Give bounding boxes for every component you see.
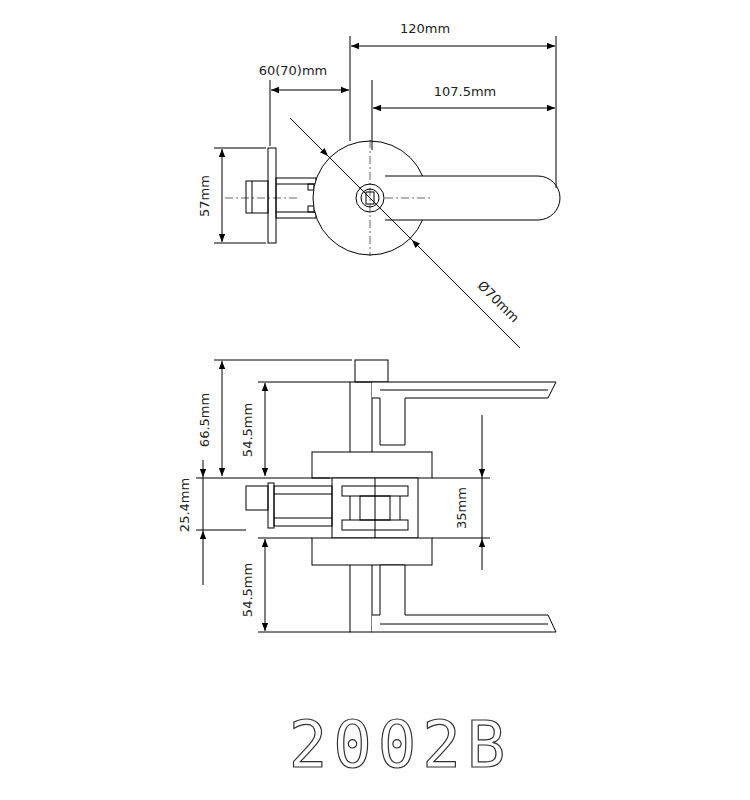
dimension-label: 57mm <box>198 173 212 219</box>
dimension-label: Ø70mm <box>473 277 523 327</box>
dimension-label: 35mm <box>455 485 469 531</box>
faceplate <box>268 148 276 243</box>
lower-rose <box>312 538 432 565</box>
chassis <box>332 478 418 538</box>
dimension-label: 25.4mm <box>178 476 192 534</box>
latch-bolt-side <box>246 486 268 510</box>
lower-lever <box>372 565 556 632</box>
spindle-end <box>355 360 388 382</box>
dimension-label: 54.5mm <box>241 401 255 459</box>
dimension-label: 107.5mm <box>432 85 499 99</box>
lever <box>385 176 560 220</box>
upper-lever <box>372 382 556 445</box>
dimension-label: 120mm <box>398 22 452 36</box>
dimension-label: 66.5mm <box>198 391 212 449</box>
model-number: 2002B <box>289 713 512 777</box>
upper-rose <box>312 452 432 478</box>
dimension-label: 60(70)mm <box>257 64 330 78</box>
dimension-label: 54.5mm <box>241 561 255 619</box>
latch-bolt <box>246 181 268 213</box>
